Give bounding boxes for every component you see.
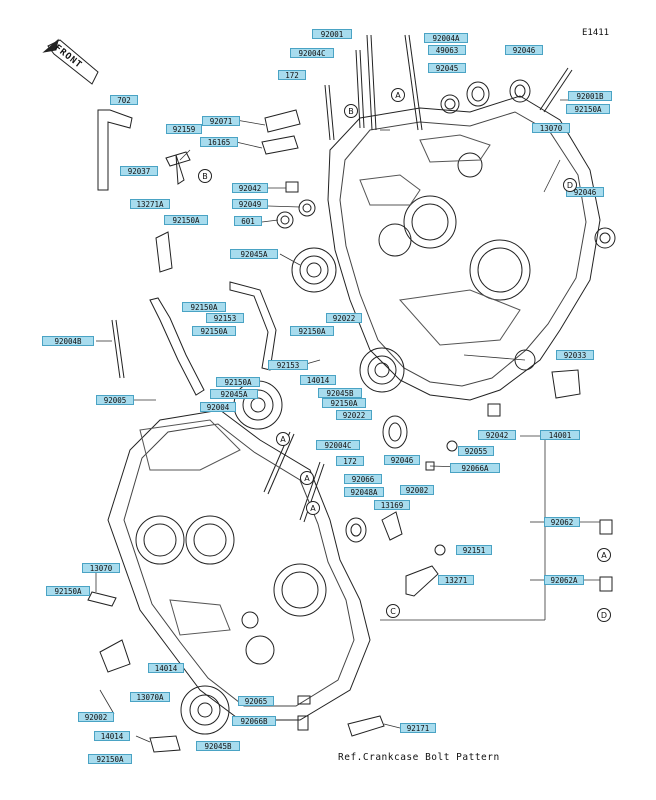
callout-c40[interactable]: 14001 (540, 430, 580, 440)
callout-c58[interactable]: 92002 (78, 712, 114, 722)
callout-c17[interactable]: 92046 (566, 187, 604, 197)
callout-c22[interactable]: 92045A (230, 249, 278, 259)
callout-c45[interactable]: 92066A (450, 463, 500, 473)
callout-c43[interactable]: 92004C (316, 440, 360, 450)
callout-c42[interactable]: 92055 (458, 446, 494, 456)
callout-c10[interactable]: 92071 (202, 116, 240, 126)
callout-c35[interactable]: 92005 (96, 395, 134, 405)
leader-lines (95, 99, 600, 743)
callout-c38[interactable]: 92022 (336, 410, 372, 420)
small-parts (87, 154, 613, 753)
callout-c36[interactable]: 92004 (200, 402, 236, 412)
bearings (180, 79, 616, 735)
ref-circle-r8: C (386, 604, 400, 618)
callout-c25[interactable]: 92022 (326, 313, 362, 323)
ref-circle-r2: B (344, 104, 358, 118)
callout-c5[interactable]: 92046 (505, 45, 543, 55)
callout-c19[interactable]: 13271A (130, 199, 170, 209)
ref-circle-r3: B (198, 169, 212, 183)
ref-circle-r9: A (597, 548, 611, 562)
callout-c39[interactable]: 92042 (478, 430, 516, 440)
callout-c52[interactable]: 13070 (82, 563, 120, 573)
callout-c15[interactable]: 92037 (120, 166, 158, 176)
callout-c8[interactable]: 92001B (568, 91, 612, 101)
callout-c9[interactable]: 702 (110, 95, 138, 105)
callout-c4[interactable]: 49063 (428, 45, 466, 55)
callout-c13[interactable]: 13070 (532, 123, 570, 133)
callout-c24[interactable]: 92153 (206, 313, 244, 323)
callout-c16[interactable]: 92042 (232, 183, 268, 193)
callout-c59[interactable]: 92065 (238, 696, 274, 706)
callout-c51[interactable]: 92151 (456, 545, 492, 555)
figure-code: E1411 (582, 28, 610, 38)
callout-c3[interactable]: 92004C (290, 48, 334, 58)
callout-c49[interactable]: 13169 (374, 500, 410, 510)
callout-c7[interactable]: 92045 (428, 63, 466, 73)
reference-note: Ref.Crankcase Bolt Pattern (338, 752, 500, 763)
ref-circle-r10: D (597, 608, 611, 622)
callout-c27[interactable]: 92150A (192, 326, 236, 336)
callout-c6[interactable]: 172 (278, 70, 306, 80)
ref-circle-r6: A (300, 471, 314, 485)
callout-c62[interactable]: 92171 (400, 723, 436, 733)
studs (111, 34, 573, 523)
front-arrow-icon (42, 38, 99, 85)
callout-c12[interactable]: 92159 (166, 124, 202, 134)
callout-c55[interactable]: 92062A (544, 575, 584, 585)
callout-c30[interactable]: 92150A (216, 377, 260, 387)
callout-c26[interactable]: 92004B (42, 336, 94, 346)
right-crankcase-half (327, 95, 601, 401)
callout-c46[interactable]: 92066 (344, 474, 382, 484)
callout-c47[interactable]: 92048A (344, 487, 384, 497)
callout-c31[interactable]: 92153 (268, 360, 308, 370)
callout-c34[interactable]: 92045B (318, 388, 362, 398)
callout-c44[interactable]: 172 (336, 456, 364, 466)
callout-c20[interactable]: 92150A (164, 215, 208, 225)
callout-c1[interactable]: 92001 (312, 29, 352, 39)
callout-c53[interactable]: 13271 (438, 575, 474, 585)
callout-c54[interactable]: 92150A (46, 586, 90, 596)
callout-c48[interactable]: 92002 (400, 485, 434, 495)
callout-c2[interactable]: 92004A (424, 33, 468, 43)
callout-c33[interactable]: 92045A (210, 389, 258, 399)
callout-c18[interactable]: 92049 (232, 199, 268, 209)
oil-pipes (97, 109, 301, 396)
ref-circle-r5: A (276, 432, 290, 446)
ref-circle-r7: A (306, 501, 320, 515)
callout-c29[interactable]: 92033 (556, 350, 594, 360)
callout-c21[interactable]: 601 (234, 216, 262, 226)
callout-c63[interactable]: 92045B (196, 741, 240, 751)
ref-circle-r4: D (563, 178, 577, 192)
callout-c23[interactable]: 92150A (182, 302, 226, 312)
ref-circle-r1: A (391, 88, 405, 102)
callout-c61[interactable]: 14014 (94, 731, 130, 741)
callout-c37[interactable]: 92150A (322, 398, 366, 408)
callout-c64[interactable]: 92150A (88, 754, 132, 764)
callout-c11[interactable]: 92150A (566, 104, 610, 114)
callout-c14[interactable]: 16165 (200, 137, 238, 147)
callout-c32[interactable]: 14014 (300, 375, 336, 385)
callout-c60[interactable]: 92066B (232, 716, 276, 726)
callout-c28[interactable]: 92150A (290, 326, 334, 336)
left-crankcase-half (107, 409, 371, 721)
callout-c50[interactable]: 92062 (544, 517, 580, 527)
callout-c41[interactable]: 92046 (384, 455, 420, 465)
callout-c56[interactable]: 14014 (148, 663, 184, 673)
callout-c57[interactable]: 13070A (130, 692, 170, 702)
